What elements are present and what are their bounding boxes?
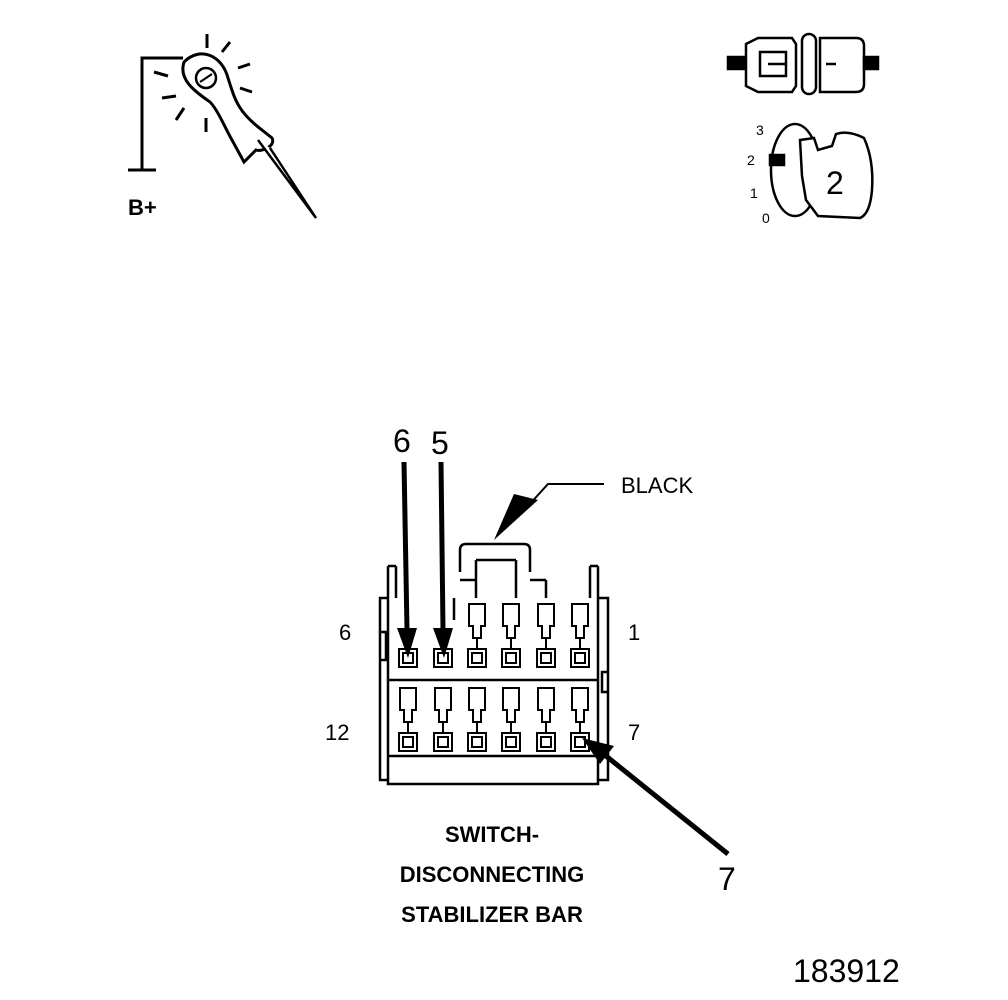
pin-cavity-11 (433, 687, 453, 752)
pin-cavity-3 (501, 603, 521, 668)
ignition-position-2: 2 (747, 152, 755, 168)
ignition-position-1: 1 (750, 185, 758, 201)
pin-label-6: 6 (339, 620, 351, 645)
callout-arrow-pin-6 (397, 461, 417, 658)
callout-number-6: 6 (393, 423, 411, 459)
housing-color-label: BLACK (621, 473, 693, 498)
pin-cavity-7 (570, 687, 590, 752)
ignition-key-number: 2 (826, 165, 844, 201)
pin-label-1: 1 (628, 620, 640, 645)
ignition-position-3: 3 (756, 122, 764, 138)
pin-cavity-8 (536, 687, 556, 752)
pin-cavity-12 (398, 687, 418, 752)
callout-arrow-pin-7 (582, 738, 730, 856)
figure-id: 183912 (793, 953, 900, 989)
connector-pins (398, 603, 590, 752)
title-line-3: STABILIZER BAR (401, 902, 583, 927)
pin-cavity-2 (536, 603, 556, 668)
callout-number-7: 7 (718, 861, 736, 897)
pin-label-7: 7 (628, 720, 640, 745)
pin-cavity-1 (570, 603, 590, 668)
supply-label: B+ (128, 195, 157, 220)
test-light-probe-icon (128, 34, 318, 219)
ignition-key-icon (768, 122, 874, 220)
callout-number-5: 5 (431, 425, 449, 461)
callout-arrow-pin-5 (433, 461, 453, 658)
disconnected-connector-icon (726, 32, 880, 96)
pin-label-12: 12 (325, 720, 349, 745)
title-line-2: DISCONNECTING (400, 862, 585, 887)
pin-cavity-9 (501, 687, 521, 752)
ignition-position-0: 0 (762, 210, 770, 226)
pin-cavity-10 (467, 687, 487, 752)
title-line-1: SWITCH- (445, 822, 539, 847)
pin-cavity-4 (467, 603, 487, 668)
callout-arrow-black-housing (494, 483, 604, 540)
